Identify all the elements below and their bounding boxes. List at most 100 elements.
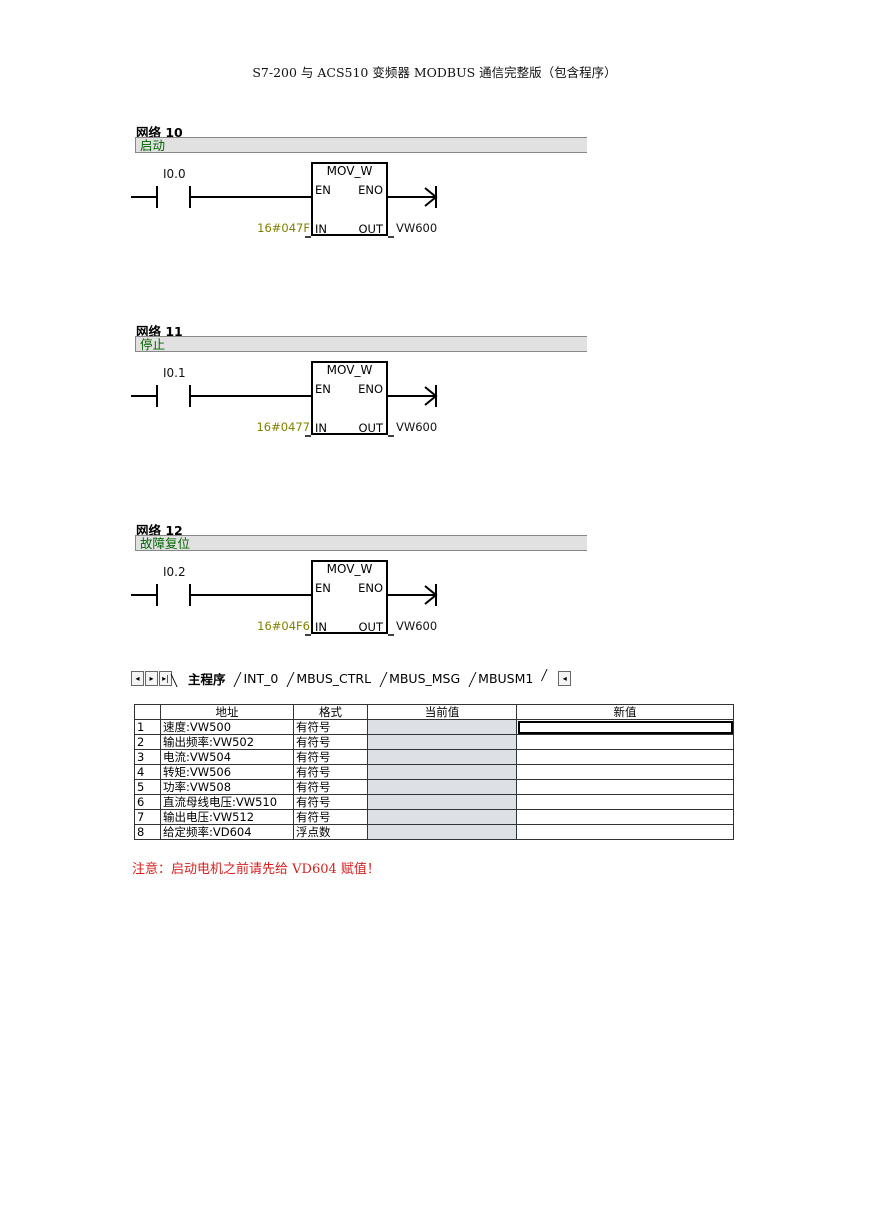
status-chart-table: 地址 格式 当前值 新值 1 速度:VW500 有符号 2 输出频率:VW502…: [134, 704, 734, 840]
column-header-format[interactable]: 格式: [293, 704, 368, 720]
table-row: 1 速度:VW500 有符号: [134, 719, 734, 735]
format-cell[interactable]: 有符号: [293, 749, 368, 765]
network-comment[interactable]: 启动: [135, 137, 587, 153]
in-operand[interactable]: 16#047F: [257, 221, 310, 235]
row-number[interactable]: 7: [134, 809, 161, 825]
out-operand[interactable]: VW600: [396, 221, 438, 235]
network-comment[interactable]: 故障复位: [135, 535, 587, 551]
document-header: S7-200 与 ACS510 变频器 MODBUS 通信完整版（包含程序）: [252, 65, 617, 80]
table-row: 6 直流母线电压:VW510 有符号: [134, 794, 734, 810]
row-number[interactable]: 2: [134, 734, 161, 750]
instruction-name: MOV_W: [326, 363, 373, 377]
scroll-right-icon[interactable]: ▸: [145, 671, 158, 686]
current-value-cell: [367, 779, 517, 795]
mov-w-box[interactable]: MOV_W EN ENO IN OUT: [311, 361, 388, 435]
current-value-cell: [367, 764, 517, 780]
new-value-cell[interactable]: [516, 824, 734, 840]
current-value-cell: [367, 719, 517, 735]
column-header-index: [134, 704, 161, 720]
program-tab-bar: ◂▸▸| 主程序 INT_0 MBUS_CTRL MBUS_MSG MBUSM1…: [131, 669, 589, 687]
format-cell[interactable]: 有符号: [293, 719, 368, 735]
scroll-tabs-left-icon[interactable]: ◂: [558, 671, 572, 686]
instruction-name: MOV_W: [326, 562, 373, 576]
address-cell[interactable]: 给定频率:VD604: [160, 824, 294, 840]
pin-in: IN: [315, 222, 327, 236]
pin-en: EN: [315, 581, 331, 595]
mov-w-box[interactable]: MOV_W EN ENO IN OUT: [311, 162, 388, 236]
table-row: 3 电流:VW504 有符号: [134, 749, 734, 765]
network-title[interactable]: 网络 10: [136, 125, 183, 140]
format-cell[interactable]: 有符号: [293, 779, 368, 795]
new-value-cell[interactable]: [516, 809, 734, 825]
column-header-new-value[interactable]: 新值: [516, 704, 734, 720]
scroll-end-icon[interactable]: ▸|: [159, 671, 172, 686]
current-value-cell: [367, 734, 517, 750]
row-number[interactable]: 4: [134, 764, 161, 780]
contact-address[interactable]: I0.1: [163, 366, 186, 380]
ladder-network: 网络 12 故障复位 I0.2 MOV_W EN ENO IN OUT 16#0…: [130, 520, 600, 640]
warning-note: 注意：启动电机之前请先给 VD604 赋值！: [132, 862, 380, 877]
new-value-cell[interactable]: [516, 764, 734, 780]
mov-w-box[interactable]: MOV_W EN ENO IN OUT: [311, 560, 388, 634]
pin-in: IN: [315, 421, 327, 435]
in-operand[interactable]: 16#04F6: [257, 619, 310, 633]
row-number[interactable]: 5: [134, 779, 161, 795]
table-row: 5 功率:VW508 有符号: [134, 779, 734, 795]
table-header-row: 地址 格式 当前值 新值: [134, 704, 734, 720]
out-operand[interactable]: VW600: [396, 619, 438, 633]
out-operand[interactable]: VW600: [396, 420, 438, 434]
network-comment[interactable]: 停止: [135, 336, 587, 352]
tab-mbusm1[interactable]: MBUSM1: [468, 671, 536, 686]
scroll-left-icon[interactable]: ◂: [131, 671, 144, 686]
format-cell[interactable]: 有符号: [293, 734, 368, 750]
pin-out: OUT: [358, 421, 384, 435]
contact-address[interactable]: I0.0: [163, 167, 186, 181]
column-header-current-value[interactable]: 当前值: [367, 704, 517, 720]
current-value-cell: [367, 824, 517, 840]
new-value-cell[interactable]: [516, 749, 734, 765]
address-cell[interactable]: 输出电压:VW512: [160, 809, 294, 825]
format-cell[interactable]: 浮点数: [293, 824, 368, 840]
pin-en: EN: [315, 183, 331, 197]
current-value-cell: [367, 809, 517, 825]
ladder-rung: [131, 385, 438, 437]
address-cell[interactable]: 电流:VW504: [160, 749, 294, 765]
new-value-cell[interactable]: [516, 779, 734, 795]
table-row: 7 输出电压:VW512 有符号: [134, 809, 734, 825]
pin-eno: ENO: [358, 382, 383, 396]
format-cell[interactable]: 有符号: [293, 794, 368, 810]
ladder-network: 网络 10 启动 I0.0 MOV_W EN ENO IN OUT 16#047…: [130, 122, 600, 242]
address-cell[interactable]: 直流母线电压:VW510: [160, 794, 294, 810]
tab-int-0[interactable]: INT_0: [233, 671, 281, 686]
new-value-cell[interactable]: [516, 794, 734, 810]
in-operand[interactable]: 16#0477: [256, 420, 310, 434]
format-cell[interactable]: 有符号: [293, 764, 368, 780]
table-row: 2 输出频率:VW502 有符号: [134, 734, 734, 750]
ladder-network: 网络 11 停止 I0.1 MOV_W EN ENO IN OUT 16#047…: [130, 321, 600, 441]
tab-mbus-ctrl[interactable]: MBUS_CTRL: [286, 671, 374, 686]
row-number[interactable]: 3: [134, 749, 161, 765]
address-cell[interactable]: 速度:VW500: [160, 719, 294, 735]
pin-out: OUT: [358, 620, 384, 634]
row-number[interactable]: 8: [134, 824, 161, 840]
tab-mbus-msg[interactable]: MBUS_MSG: [379, 671, 463, 686]
tab-main-program[interactable]: 主程序: [178, 669, 229, 687]
new-value-cell[interactable]: [516, 734, 734, 750]
address-cell[interactable]: 输出频率:VW502: [160, 734, 294, 750]
pin-eno: ENO: [358, 183, 383, 197]
current-value-cell: [367, 794, 517, 810]
address-cell[interactable]: 功率:VW508: [160, 779, 294, 795]
contact-address[interactable]: I0.2: [163, 565, 186, 579]
new-value-cell[interactable]: [516, 719, 734, 735]
row-number[interactable]: 6: [134, 794, 161, 810]
network-title[interactable]: 网络 11: [136, 324, 183, 339]
instruction-name: MOV_W: [326, 164, 373, 178]
column-header-address[interactable]: 地址: [160, 704, 294, 720]
pin-eno: ENO: [358, 581, 383, 595]
table-row: 8 给定频率:VD604 浮点数: [134, 824, 734, 840]
ladder-rung: [131, 584, 438, 636]
row-number[interactable]: 1: [134, 719, 161, 735]
format-cell[interactable]: 有符号: [293, 809, 368, 825]
network-title[interactable]: 网络 12: [136, 523, 183, 538]
address-cell[interactable]: 转矩:VW506: [160, 764, 294, 780]
